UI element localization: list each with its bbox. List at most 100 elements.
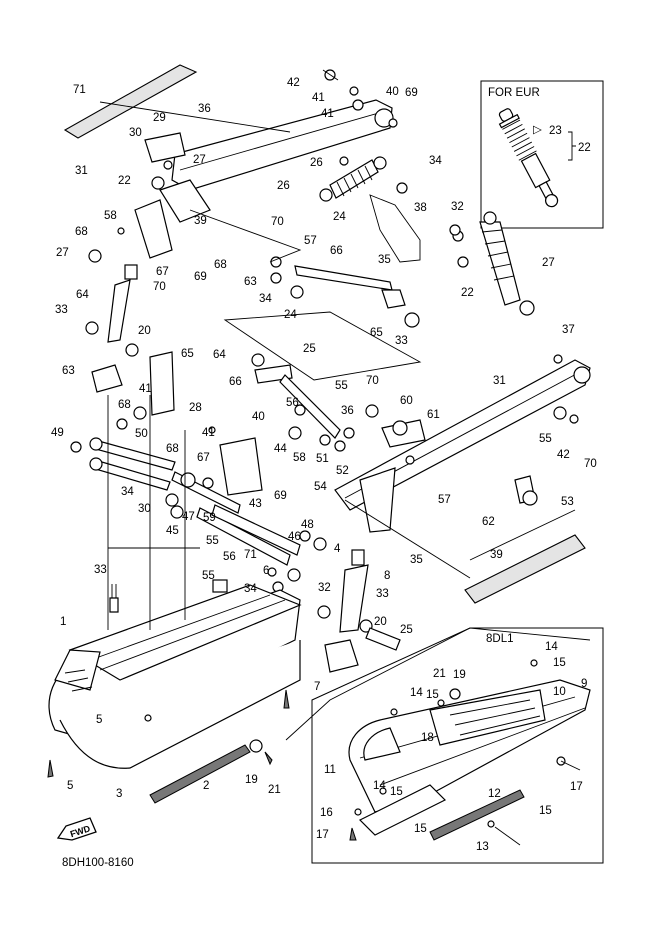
callout-label: 56 [286,397,299,409]
callout-label: 41 [139,383,152,395]
inset-callout-label: 13 [476,841,489,853]
callout-label: 24 [333,211,346,223]
callout-label: 43 [249,498,262,510]
inset-for-eur: FOR EUR ▷ 23 22 [480,80,604,229]
callout-label: 4 [334,543,341,555]
inset-eur-title: FOR EUR [488,87,540,99]
inset-callout-label: 12 [488,788,501,800]
front-arm-lower [70,351,401,673]
callout-label: 70 [366,375,379,387]
callout-label: 1 [60,616,66,628]
eur-callout-22: 22 [578,142,591,154]
rear-arm-lower [334,354,591,604]
callout-label: 68 [166,443,179,455]
callout-label: 25 [400,624,413,636]
callout-label: 28 [189,402,202,414]
callout-label: 36 [341,405,354,417]
callout-label: 38 [414,202,427,214]
callout-label: 34 [259,293,272,305]
callout-label: 64 [76,289,89,301]
callout-label: 49 [51,427,64,439]
callout-label: 46 [288,531,301,543]
callout-label: 33 [395,335,408,347]
callout-label: 55 [206,535,219,547]
callout-label: 71 [244,549,257,561]
callout-label: 20 [374,616,387,628]
callout-label: 22 [118,175,131,187]
inset-callout-label: 14 [545,641,558,653]
callout-label: 40 [386,86,399,98]
shock-absorber-center [319,156,387,202]
decal-71-lower [464,534,586,604]
callout-label: 3 [116,788,122,800]
callout-label: 51 [316,453,329,465]
callout-label: 70 [584,458,597,470]
callout-label: 62 [482,516,495,528]
callout-label: 27 [56,247,69,259]
callout-label: 57 [304,235,317,247]
callout-label: 63 [62,365,75,377]
ski-main [47,579,302,804]
callout-label: 39 [194,215,207,227]
inset-callout-label: 18 [421,732,434,744]
inset-callout-label: 14 [410,687,423,699]
callout-label: 2 [203,780,209,792]
fwd-arrow-icon: FWD [56,817,97,841]
callout-label: 7 [314,681,320,693]
callout-label: 33 [94,564,107,576]
callout-label: 35 [378,254,391,266]
callout-label: 41 [312,92,325,104]
callout-label: 54 [314,481,327,493]
callout-label: 26 [310,157,323,169]
callout-label: 42 [287,77,300,89]
decal-71-upper [63,64,198,139]
callout-label: 69 [194,271,207,283]
callout-label: 58 [104,210,117,222]
callout-label: 67 [197,452,210,464]
inset-callout-label: 15 [414,823,427,835]
callout-label: 66 [330,245,343,257]
callout-label: 52 [336,465,349,477]
callout-label: 60 [400,395,413,407]
callout-label: 44 [274,443,287,455]
callout-label: 34 [121,486,134,498]
callout-label: 33 [376,588,389,600]
inset-callout-label: 15 [553,657,566,669]
inset-callout-label: 17 [570,781,583,793]
callout-label: 50 [135,428,148,440]
eur-callout-23: 23 [549,125,562,137]
callout-label: 34 [244,583,257,595]
callout-label: 31 [75,165,88,177]
inset-callout-label: 21 [433,668,446,680]
callout-label: 65 [181,348,194,360]
callout-label: 63 [244,276,257,288]
inset-callout-label: 9 [581,678,587,690]
callout-label: 55 [539,433,552,445]
callout-label: 39 [490,549,503,561]
callout-label: 69 [405,87,418,99]
callout-label: 5 [67,780,73,792]
callout-label: 36 [198,103,211,115]
callout-label: 47 [182,511,195,523]
callout-label: 32 [318,582,331,594]
callout-label: 56 [223,551,236,563]
callout-label: 45 [166,525,179,537]
callout-label: 31 [493,375,506,387]
callout-label: 66 [229,376,242,388]
callout-label: 42 [557,449,570,461]
callout-label: 34 [429,155,442,167]
callout-label: 55 [202,570,215,582]
inset-callout-label: 11 [324,764,336,776]
callout-label: 41 [321,108,334,120]
callout-label: 68 [214,259,227,271]
inset-callout-label: 14 [373,780,386,792]
callout-label: 29 [153,112,166,124]
callout-label: 64 [213,349,226,361]
callout-label: 40 [252,411,265,423]
callout-label: 41 [202,427,215,439]
callout-label: 48 [301,519,314,531]
callout-label: 33 [55,304,68,316]
callout-label: 25 [303,343,316,355]
callout-label: 22 [461,287,474,299]
